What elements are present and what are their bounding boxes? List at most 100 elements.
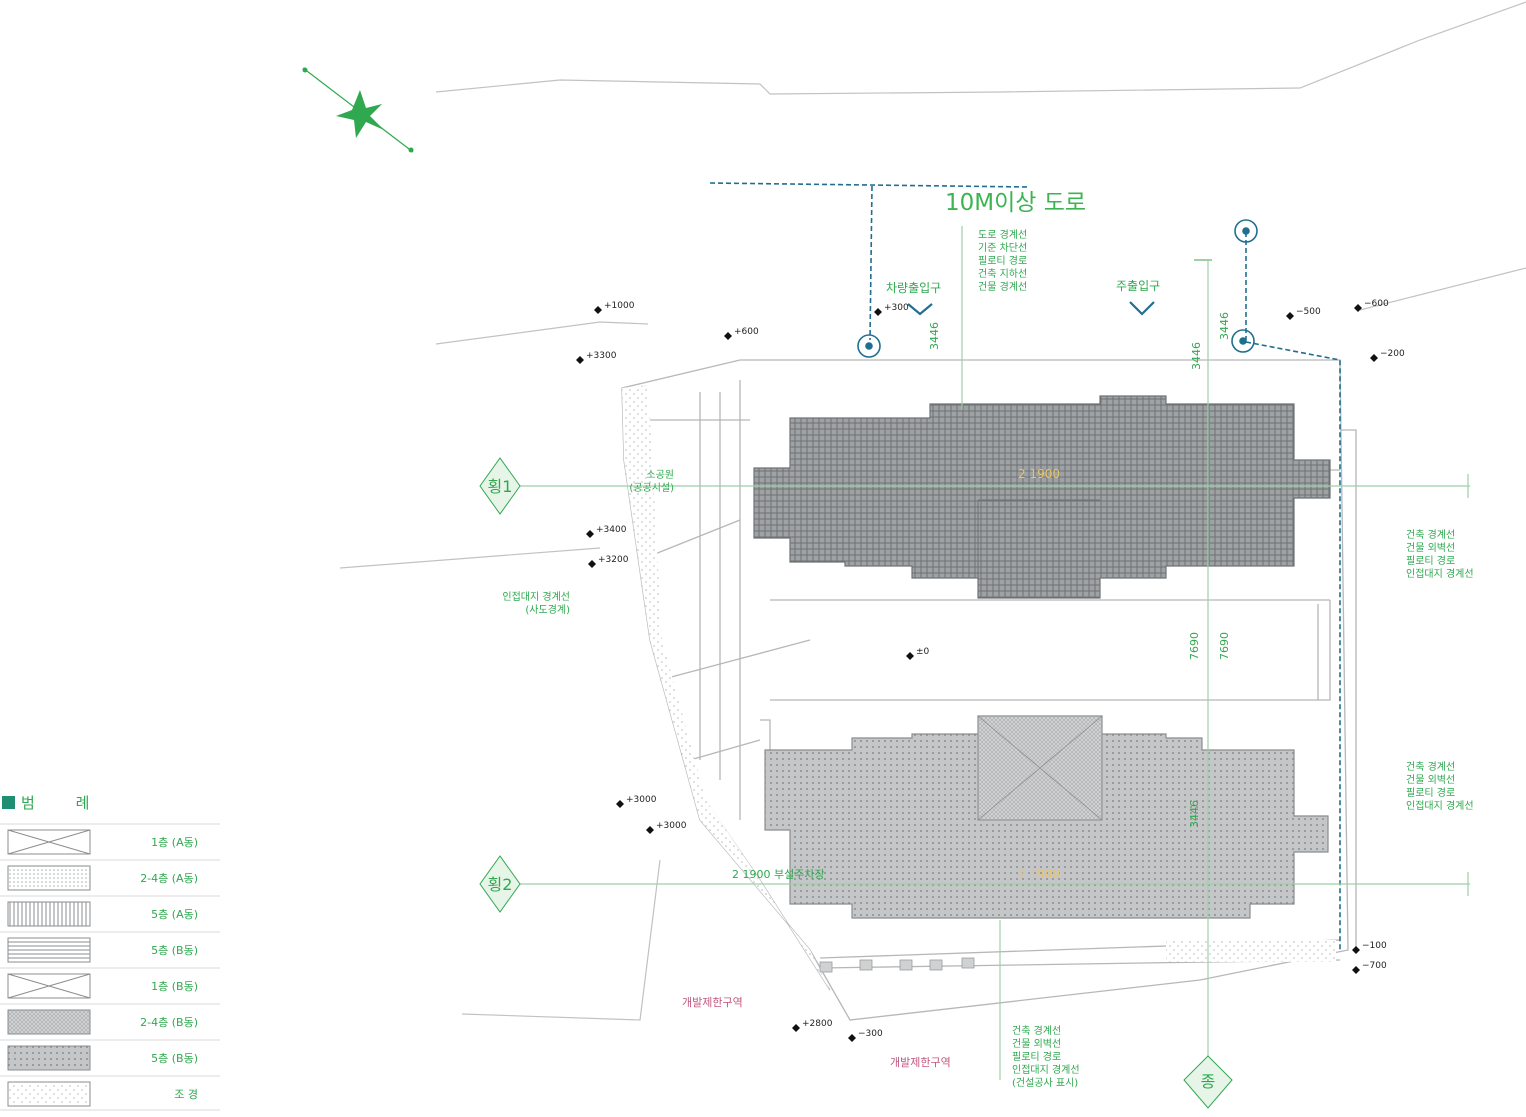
note-line: 건축 지하선 (978, 267, 1027, 280)
note-line: 필로티 경로 (1406, 554, 1455, 567)
elevation-icon (586, 530, 594, 538)
legend-label: 5층 (B동) (151, 1052, 198, 1065)
elevation-icon (724, 332, 732, 340)
elevation-icon (1352, 946, 1360, 954)
dimension-label: 3446 (928, 322, 941, 350)
elevation-icon (1352, 966, 1360, 974)
note-left-mid: 인접대지 경계선(사도경계) (502, 590, 570, 616)
dimension-label: 7690 (1218, 632, 1231, 660)
elevation-label: +3000 (656, 821, 687, 831)
elevation-marker: +300 (874, 303, 909, 316)
elevation-marker: +3000 (646, 821, 687, 834)
elevation-icon (874, 308, 882, 316)
survey-marker-icons (857, 219, 1258, 358)
note-line: 도로 경계선 (978, 228, 1027, 241)
legend-swatch (7, 1081, 91, 1107)
elevation-label: +1000 (604, 301, 635, 311)
elevation-label: −500 (1296, 307, 1321, 317)
elevation-label: +3000 (626, 795, 657, 805)
elevation-icon (906, 652, 914, 660)
elevation-marker: −100 (1352, 941, 1387, 954)
note-line: 건물 외벽선 (1406, 542, 1455, 554)
note-line: (공공시설) (629, 482, 674, 494)
section-marker-long-label: 종 (1201, 1072, 1216, 1091)
note-line: 필로티 경로 (1406, 786, 1455, 799)
legend-row: 5층 (B동) (0, 931, 220, 963)
elevation-marker: −700 (1352, 961, 1387, 974)
elevation-label: +3200 (598, 555, 629, 565)
elevation-icon (1354, 304, 1362, 312)
legend-swatch (7, 1009, 91, 1035)
note-line: 건물 경계선 (978, 280, 1027, 293)
dimension-label: 3446 (1218, 312, 1231, 340)
legend-swatch (7, 829, 91, 855)
elevation-icon (792, 1024, 800, 1032)
note-line: 기준 차단선 (978, 242, 1027, 254)
elevation-label: +300 (884, 303, 909, 313)
note-line: (사도경계) (525, 603, 570, 616)
landscape-strip (622, 385, 830, 990)
legend-swatch (7, 865, 91, 891)
road-label: 10M이상 도로 (945, 190, 1086, 216)
building-a (753, 395, 1331, 599)
section-lines (520, 226, 1470, 1100)
vehicle-entrance-label: 차량출입구 (886, 281, 941, 295)
dimension-label: 7690 (1188, 632, 1201, 660)
note-left-top: 소공원(공공시설) (629, 469, 674, 494)
elevation-icon (588, 560, 596, 568)
building-b (764, 715, 1329, 919)
dimension-label: 3446 (1188, 800, 1201, 828)
elevation-label: ±0 (916, 647, 930, 657)
zone-label: 개발제한구역 (682, 996, 743, 1009)
elevation-label: −300 (858, 1029, 883, 1039)
note-line: 건축 경계선 (1406, 760, 1455, 773)
legend-swatch (7, 1045, 91, 1071)
legend-label: 조 경 (174, 1088, 198, 1101)
road-boundary-dashed (709, 182, 1341, 950)
building-b-side-label: 2 1900 부설주차장 (732, 868, 825, 881)
elevation-marker: −300 (848, 1029, 883, 1042)
legend-box-icon (2, 796, 15, 809)
note-line: 소공원 (646, 469, 674, 481)
elevation-marker: +3400 (586, 525, 627, 538)
elevation-label: −100 (1362, 941, 1387, 951)
legend-label: 2-4층 (B동) (140, 1016, 198, 1029)
elevation-marker: −600 (1354, 299, 1389, 312)
legend-swatch (7, 901, 91, 927)
elevation-label: +600 (734, 327, 759, 337)
note-line: 건축 경계선 (1012, 1024, 1061, 1037)
elevation-icon (1370, 354, 1378, 362)
elevation-marker: +600 (724, 327, 759, 340)
elevation-markers: +1000 +3300 +600 +300 −500 −600 −200 +3400 +3200… (576, 299, 1405, 1042)
elevation-marker: −500 (1286, 307, 1321, 320)
entrance-chevron-icons (907, 301, 1155, 316)
legend-label: 5층 (A동) (151, 908, 198, 921)
elevation-marker: ±0 (906, 647, 930, 660)
elevation-label: −700 (1362, 961, 1387, 971)
note-line: 필로티 경로 (1012, 1050, 1061, 1063)
legend-label: 1층 (A동) (151, 836, 198, 849)
dimension-labels: 3446 3446 3446 7690 7690 3446 (928, 312, 1231, 828)
section-marker-2-label: 횡2 (488, 875, 513, 894)
elevation-marker: +1000 (594, 301, 635, 314)
legend-row: 2-4층 (A동) (0, 859, 220, 891)
elevation-icon (616, 800, 624, 808)
elevation-icon (848, 1034, 856, 1042)
legend-swatch (7, 937, 91, 963)
elevation-icon (646, 826, 654, 834)
legend-row: 5층 (A동) (0, 895, 220, 927)
elevation-label: +3300 (586, 351, 617, 361)
legend-title-text: 범 례 (21, 794, 108, 812)
elevation-label: −600 (1364, 299, 1389, 309)
legend-label: 2-4층 (A동) (140, 872, 198, 885)
dimension-label: 3446 (1190, 342, 1203, 370)
elevation-marker: −200 (1370, 349, 1405, 362)
elevation-marker: +3300 (576, 351, 617, 364)
elevation-label: +2800 (802, 1019, 833, 1029)
legend-row: 5층 (B동) (0, 1039, 220, 1071)
